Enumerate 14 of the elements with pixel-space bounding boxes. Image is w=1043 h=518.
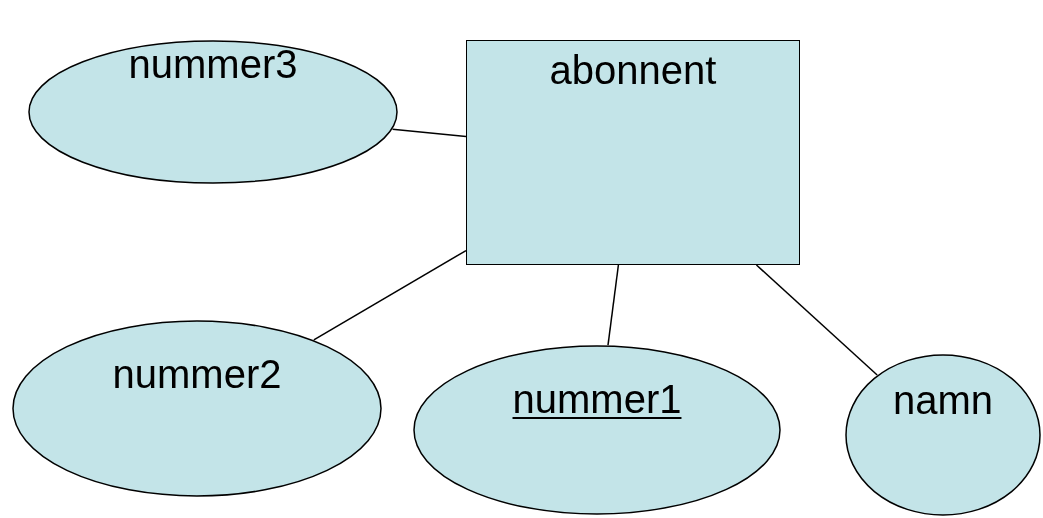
attribute-ellipse <box>28 40 398 184</box>
connector-line <box>755 264 878 376</box>
attribute-name: nummer1 <box>512 377 682 422</box>
attribute-name: nummer2 <box>112 352 282 397</box>
attribute-name: nummer3 <box>128 42 298 87</box>
connector-line <box>607 264 620 346</box>
attribute-ellipse <box>12 320 382 497</box>
attribute-ellipse <box>413 345 781 515</box>
entity-name: abonnent <box>549 48 717 93</box>
entity-box <box>466 40 800 265</box>
attribute-ellipse <box>845 354 1041 516</box>
connector-line <box>391 128 467 138</box>
connector-line <box>313 249 467 341</box>
attribute-name: namn <box>892 378 994 423</box>
